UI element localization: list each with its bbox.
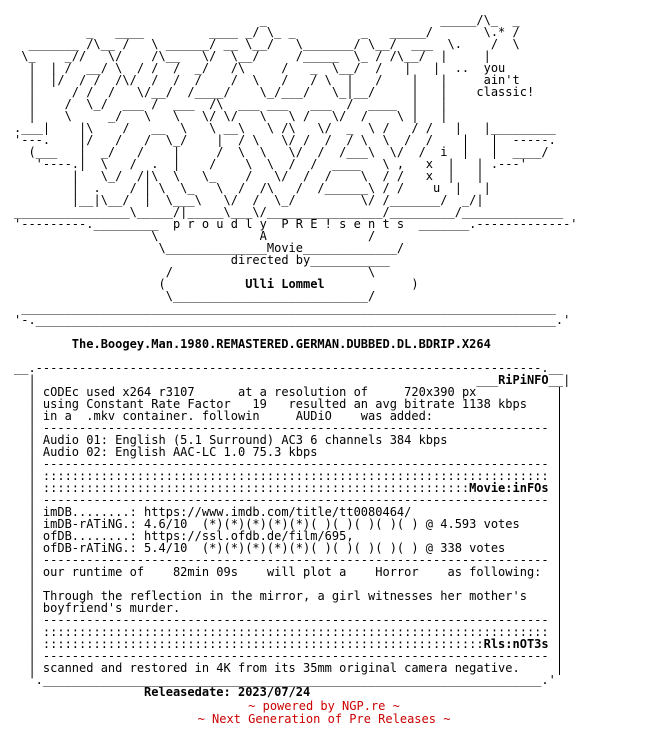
powered-by-text: ~ powered by NGP.re ~ [248, 699, 400, 713]
section-header-notes: Rls:nOT3s [483, 637, 549, 651]
imdb-link: imDB........: https://www.imdb.com/title… [42, 505, 549, 519]
ofdb-rating: ofDB-rATiNG.: 5.4/10 (*)(*)(*)(*)(*)( )(… [42, 541, 549, 555]
title-movie: Movie [266, 241, 303, 255]
box-rule: | --------------------------------------… [14, 553, 564, 567]
box-rule: | ::::::::::::::::::::::::::::::::::::::… [14, 625, 564, 639]
section-header-movieinfo: Movie:inFOs [469, 481, 549, 495]
ascii-art-line: .___| |\ / __ \ \ __\ \ /\ \/ _ \ / / / … [14, 121, 556, 135]
director-name: Ulli Lommel [245, 277, 325, 291]
ascii-art-line: _ ____ ____ _/ \_ _ _ _____/ \.* / [14, 25, 520, 39]
ascii-art-line: \___________________________/ [14, 289, 376, 303]
box-rule: | --------------------------------------… [14, 613, 564, 627]
ascii-art-line: ___________ [310, 253, 390, 267]
ascii-art-line: '----.| \ / . | / \ \ / / ____ \ , x | |… [14, 157, 527, 171]
ascii-art-line: | \ _/ \ \ \/ \/ \ \ / \/ / \ | | [14, 109, 448, 123]
ascii-art-line: '---. |/ / / \_/ | / \ \/ / / / \ \ / / … [14, 133, 556, 147]
ascii-art-line: '-._____________________________________… [14, 313, 571, 327]
tagline: p r o u d l y P R E ! s e n t s [172, 217, 405, 231]
ascii-art-line: \______________ [14, 241, 267, 255]
audio-track-2: Audio 02: English AAC-LC 1.0 75.3 kbps [42, 445, 549, 459]
box-rule: | --------------------------------------… [14, 493, 564, 507]
ascii-art-line: _ _____/\_ _ [14, 13, 520, 27]
box-rule: | --------------------------------------… [14, 457, 564, 471]
audio-track-1: Audio 01: English (5.1 Surround) AC3 6 c… [42, 433, 549, 447]
runtime-line: our runtime of 82min 09s will plot a Hor… [42, 565, 549, 579]
ascii-art-line: ________________\_____/|_____\___\/_____… [14, 205, 564, 219]
container-line: in a .mkv container. followin AUDiO was … [42, 409, 549, 423]
title-directed-by: directed by [230, 253, 311, 267]
box-top: __.-------------------------------------… [14, 361, 564, 375]
ascii-art-line: |__|\__/ | \___\ \/ / \_/ \/ /_______/ _… [14, 193, 484, 207]
ofdb-link: ofDB........: https://ssl.ofdb.de/film/6… [42, 529, 549, 543]
ascii-art-line: ) [324, 277, 419, 291]
box-bottom: '.______________________________________… [14, 673, 556, 687]
footer-slogan: ~ Next Generation of Pre Releases ~ [197, 712, 451, 726]
resolution-value: 720x390 px [404, 385, 477, 399]
ascii-art-line: '---------._________ [14, 217, 173, 231]
ascii-art-line: _______.-------------' [404, 217, 578, 231]
bitrate-line: using Constant Rate Factor 19 resulted a… [42, 397, 549, 411]
imdb-rating: imDB-rATiNG.: 4.6/10 (*)(*)(*)(*)(*)( )(… [42, 517, 549, 531]
section-header-ripinfo: RiPiNFO [498, 373, 549, 387]
box-rule: | --------------------------------------… [14, 649, 564, 663]
footer: ~ powered by NGP.re ~ ~ Next Generation … [0, 700, 648, 726]
ascii-art-line: | |/ / / /\/ / / / / \ / / \ | / | | ain… [14, 73, 520, 87]
ascii-art-line: | . / | \ \_ \ / /\ / /______\ / / u | | [14, 181, 491, 195]
nfo-text: _ _____/\_ _ _ ____ ____ _/ \_ _ _ _____… [14, 13, 578, 699]
ascii-art-line: \_ _// \/ /\__ \/ \__/ /_____ \_ / /\__/… [14, 49, 491, 63]
ascii-art-line: | | / __/ \ / / / _/ /\ / _ \__/ / | | .… [14, 61, 506, 75]
plot-line: boyfriend's murder. [42, 601, 549, 615]
ascii-art-line: / [368, 229, 376, 243]
box-rule: | ::::::::::::::::::::::::::::::::::::::… [14, 469, 564, 483]
notes-text: scanned and restored in 4K from its 35mm… [42, 661, 549, 675]
ascii-art-line: (___ | _/ / | / \ \ \/ / /___\ \/ / i | … [14, 145, 549, 159]
plot-line: Through the reflection in the mirror, a … [42, 589, 549, 603]
ascii-art-line: _______ /\__ / \ ______/ __ \__/ \______… [14, 37, 520, 51]
ascii-art-line: _____________/ [303, 241, 405, 255]
ascii-art-line: \ [14, 229, 159, 243]
ascii-art-line: ________________________________________… [14, 301, 556, 315]
release-name: The.Boogey.Man.1980.REMASTERED.GERMAN.DU… [71, 337, 491, 351]
ascii-art-line: | / \_/ ___ / ___ /\ ___ ___ ___ / ____ … [14, 97, 448, 111]
ascii-art-line: | \_/ /|\ \ \_ / \/ / / \ / / x | | [14, 169, 484, 183]
ascii-art-line: | / / / \/__/ /____/ \_/___/ \_|__/ | | … [14, 85, 535, 99]
box-rule: | --------------------------------------… [14, 421, 564, 435]
title-word-a: A [158, 229, 369, 243]
ascii-art-line: ( [14, 277, 246, 291]
ascii-art-line: / \ [14, 265, 376, 279]
release-date: Releasedate: 2023/07/24 [144, 685, 311, 699]
